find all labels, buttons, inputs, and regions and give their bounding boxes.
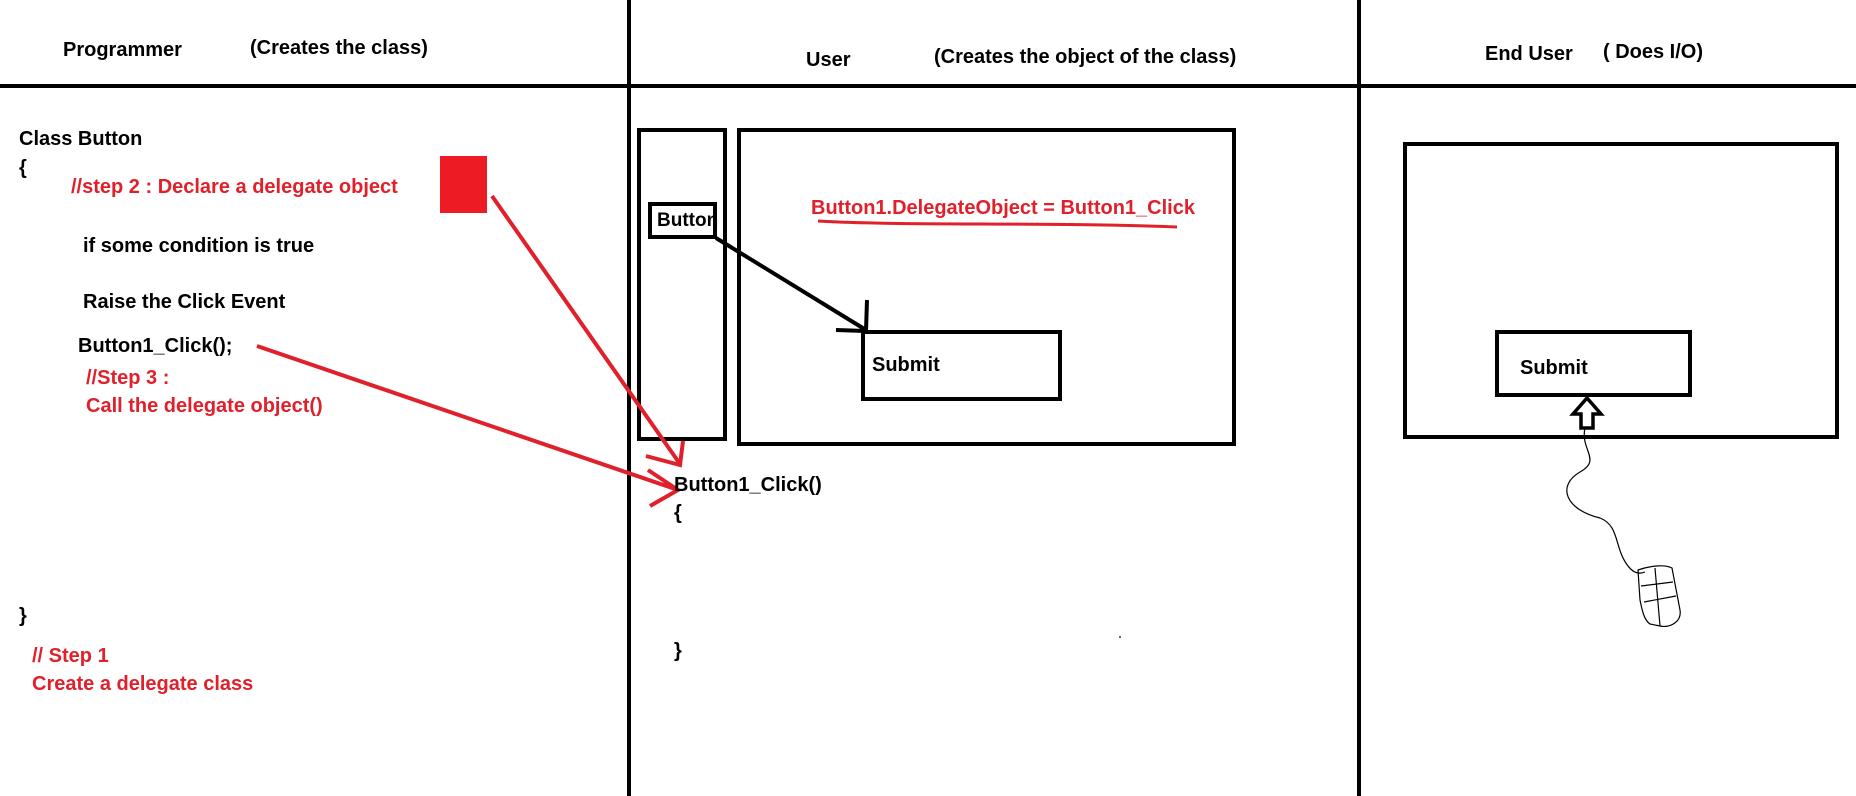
drag-arrowhead	[835, 299, 869, 334]
step3-comment-line1: //Step 3 :	[86, 367, 170, 389]
handler-open-brace: {	[674, 502, 682, 524]
drag-arrow	[714, 236, 868, 332]
handler-signature: Button1_Click()	[674, 474, 822, 496]
up-arrow-icon	[1569, 395, 1605, 430]
runtime-submit-button-box	[1495, 330, 1692, 397]
step1-comment-line2: Create a delegate class	[32, 673, 254, 695]
mouse-icon	[1637, 565, 1681, 627]
handler-close-brace: }	[674, 640, 682, 662]
toolbox-panel	[637, 128, 727, 441]
toolbox-button-label: Button	[657, 210, 719, 231]
class-open-brace: {	[19, 157, 27, 179]
header-end-user-note: ( Does I/O)	[1603, 41, 1704, 63]
toolbox-button-box	[648, 202, 717, 239]
condition-line: if some condition is true	[83, 235, 315, 257]
step2-comment: //step 2 : Declare a delegate object	[71, 176, 398, 198]
delegate-object-square	[440, 156, 487, 213]
delegate-assignment: Button1.DelegateObject = Button1_Click	[811, 197, 1195, 219]
step1-comment-line1: // Step 1	[32, 645, 109, 667]
header-end-user-role: End User	[1485, 43, 1573, 65]
class-declaration: Class Button	[19, 128, 143, 150]
stray-dot	[1119, 636, 1121, 638]
header-programmer-note: (Creates the class)	[250, 37, 428, 59]
header-programmer-role: Programmer	[63, 39, 182, 61]
call-statement: Button1_Click();	[78, 335, 233, 357]
call-to-handler-arrowhead	[646, 468, 682, 508]
design-form-panel	[737, 128, 1236, 446]
raise-event-line: Raise the Click Event	[83, 291, 286, 313]
header-user-note: (Creates the object of the class)	[934, 46, 1237, 68]
call-to-handler-arrow	[256, 344, 679, 492]
mouse-cable	[1566, 427, 1646, 574]
header-user-role: User	[806, 49, 851, 71]
form-submit-label: Submit	[872, 354, 940, 376]
runtime-form-panel	[1403, 142, 1839, 439]
form-submit-button-box	[861, 330, 1062, 401]
class-close-brace: }	[19, 605, 27, 627]
runtime-submit-label: Submit	[1520, 357, 1588, 379]
delegate-to-handler-arrow	[490, 194, 682, 466]
delegate-to-handler-arrowhead	[645, 440, 685, 468]
step3-comment-line2: Call the delegate object()	[86, 395, 323, 417]
assignment-underline	[817, 219, 1178, 229]
